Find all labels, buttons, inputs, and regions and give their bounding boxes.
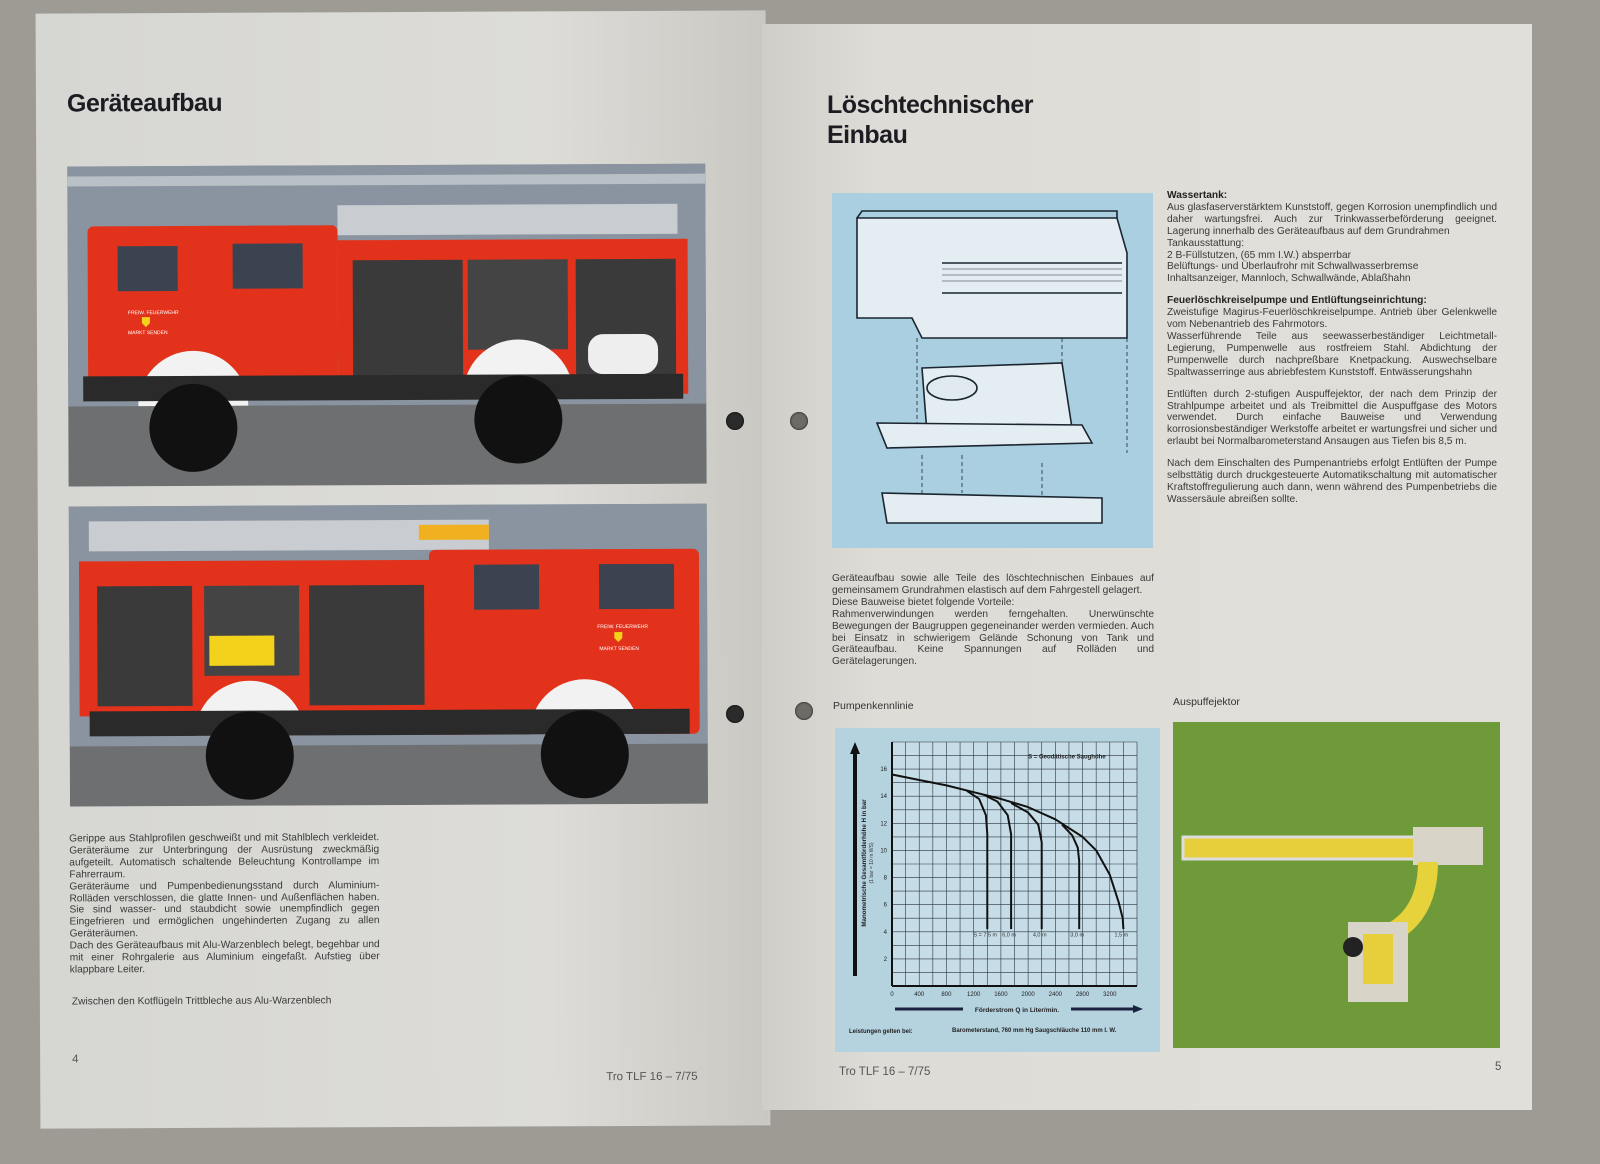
footer-code: Tro TLF 16 – 7/75 [606,1070,698,1084]
paragraph: Wasserführende Teile aus seewasserbestän… [1167,330,1497,378]
y-tick-label: 10 [880,848,887,854]
y-tick-label: 6 [884,903,888,909]
truck-photo-bottom: FREIW. FEUERWEHR MARKT SENDEN [68,503,709,807]
series-line-15 [891,773,1125,930]
aufbau-text: Geräteaufbau sowie alle Teile des löscht… [832,573,1154,668]
series-line-75 [966,789,989,930]
chart-svg: 0 400 800 1200 1600 2000 2400 2800 3200 2 4 6 8 10 12 1… [849,741,1143,1035]
paragraph: Tankausstattung: [1167,237,1245,249]
paragraph: 2 B-Füllstutzen, (65 mm I.W.) absperrbar [1167,249,1351,261]
punch-hole [726,412,744,430]
series-line-60 [983,794,1013,930]
y-tick-label: 14 [880,794,887,800]
y-tick-label: 12 [880,821,887,827]
paragraph: Aus glasfaserverstärktem Kunststoff, geg… [1167,201,1497,237]
paragraph: Geräteaufbau sowie alle Teile des löscht… [832,573,1154,596]
paragraph: Inhaltsanzeiger, Mannloch, Schwallwände,… [1167,273,1411,285]
x-tick-label: 2400 [1049,992,1063,998]
page-title: Geräteaufbau [66,88,223,118]
series-line-30 [1061,824,1081,930]
paragraph: Geräteräume und Pumpenbedienungsstand du… [69,879,380,940]
section-heading: Wassertank: [1167,190,1228,201]
punch-hole [726,705,744,723]
paragraph: Dach des Geräteaufbaus mit Alu-Warzenble… [69,939,380,976]
title-line: Einbau [827,121,908,149]
ejector-photo [1173,722,1500,1048]
page-number: 4 [72,1053,79,1066]
x-tick-label: 2800 [1076,992,1090,998]
legend-note: S = Geodätische Saughöhe [1028,754,1106,760]
conditions-text: Barometerstand, 760 mm Hg Saugschläuche … [952,1028,1117,1034]
x-arrow-head [1133,1005,1143,1013]
paragraph: Nach dem Einschalten des Pumpenantriebs … [1167,458,1497,505]
series-label: 3,0 m [1070,932,1084,938]
coat-of-arms-icon [141,317,150,328]
photo-caption: Auspuffejektor [1173,696,1240,708]
door-text-line2: MARKT SENDEN [128,330,168,336]
truck-photo-top: FREIW. FEUERWEHR MARKT SENDEN [67,163,707,487]
paragraph: Entlüften durch 2-stufigen Auspuffejekto… [1167,388,1497,448]
page-title: Löschtechnischer Einbau [827,90,1033,150]
conditions-label: Leistungen gelten bei: [849,1029,913,1035]
series-line-40 [1010,802,1043,930]
x-tick-label: 2000 [1021,992,1035,998]
exploded-diagram [832,193,1153,548]
y-axis-sublabel: (1 bar = 10 m WS) [869,842,875,883]
y-arrow-head [850,742,860,754]
right-page: Löschtechnischer Einbau Wassertank: Aus … [762,24,1532,1110]
y-tick-label: 8 [884,876,888,882]
x-tick-label: 800 [941,992,952,998]
door-text-line1: FREIW. FEUERWEHR [128,310,179,316]
pump-chart: 0 400 800 1200 1600 2000 2400 2800 3200 2 4 6 8 10 12 1… [835,728,1160,1052]
note-text: Zwischen den Kotflügeln Trittbleche aus … [71,995,332,1008]
x-label-bg [963,1003,1071,1014]
punch-hole [790,412,808,430]
title-line: Löschtechnischer [827,91,1033,119]
paragraph: Rahmenverwindungen werden ferngehalten. … [832,608,1154,668]
door-text-line2: MARKT SENDEN [599,646,639,652]
paragraph: Gerippe aus Stahlprofilen geschweißt und… [69,832,380,881]
door-text-line1: FREIW. FEUERWEHR [597,624,648,630]
y-tick-label: 16 [880,767,887,773]
page-number: 5 [1495,1061,1502,1073]
series-label: 6,0 m [1002,932,1016,938]
chart-caption: Pumpenkennlinie [833,700,914,712]
coat-of-arms-icon [614,632,623,643]
wassertank-section: Wassertank: Aus glasfaserverstärktem Kun… [1167,190,1497,506]
series-label: 4,0 m [1033,932,1047,938]
footer-code: Tro TLF 16 – 7/75 [839,1066,931,1078]
x-tick-label: 1600 [994,992,1008,998]
section-heading: Feuerlöschkreiselpumpe und Entlüftungsei… [1167,295,1427,307]
left-page: Geräteaufbau FREIW. FEUERWEHR MARKT SEND… [35,10,771,1129]
x-tick-label: 0 [890,992,894,998]
paragraph: Belüftungs- und Überlaufrohr mit Schwall… [1167,261,1419,273]
series-label: S = 7,5 m [973,932,997,938]
x-tick-label: 3200 [1103,992,1117,998]
series-label: 1,5 m [1115,932,1129,938]
body-text: Gerippe aus Stahlprofilen geschweißt und… [69,832,380,976]
x-tick-label: 1200 [967,992,981,998]
y-tick-label: 2 [884,957,888,963]
x-tick-label: 400 [914,992,925,998]
x-axis-label: Förderstrom Q in Liter/min. [975,1007,1059,1014]
paragraph: Zweistufige Magirus-Feuerlöschkreiselpum… [1167,307,1497,331]
y-tick-label: 4 [884,930,888,936]
y-axis-label: Manometrische Gesamtförderhöhe H in bar [861,799,868,927]
punch-hole [795,702,813,720]
paragraph: Diese Bauweise bietet folgende Vorteile: [832,596,1015,608]
